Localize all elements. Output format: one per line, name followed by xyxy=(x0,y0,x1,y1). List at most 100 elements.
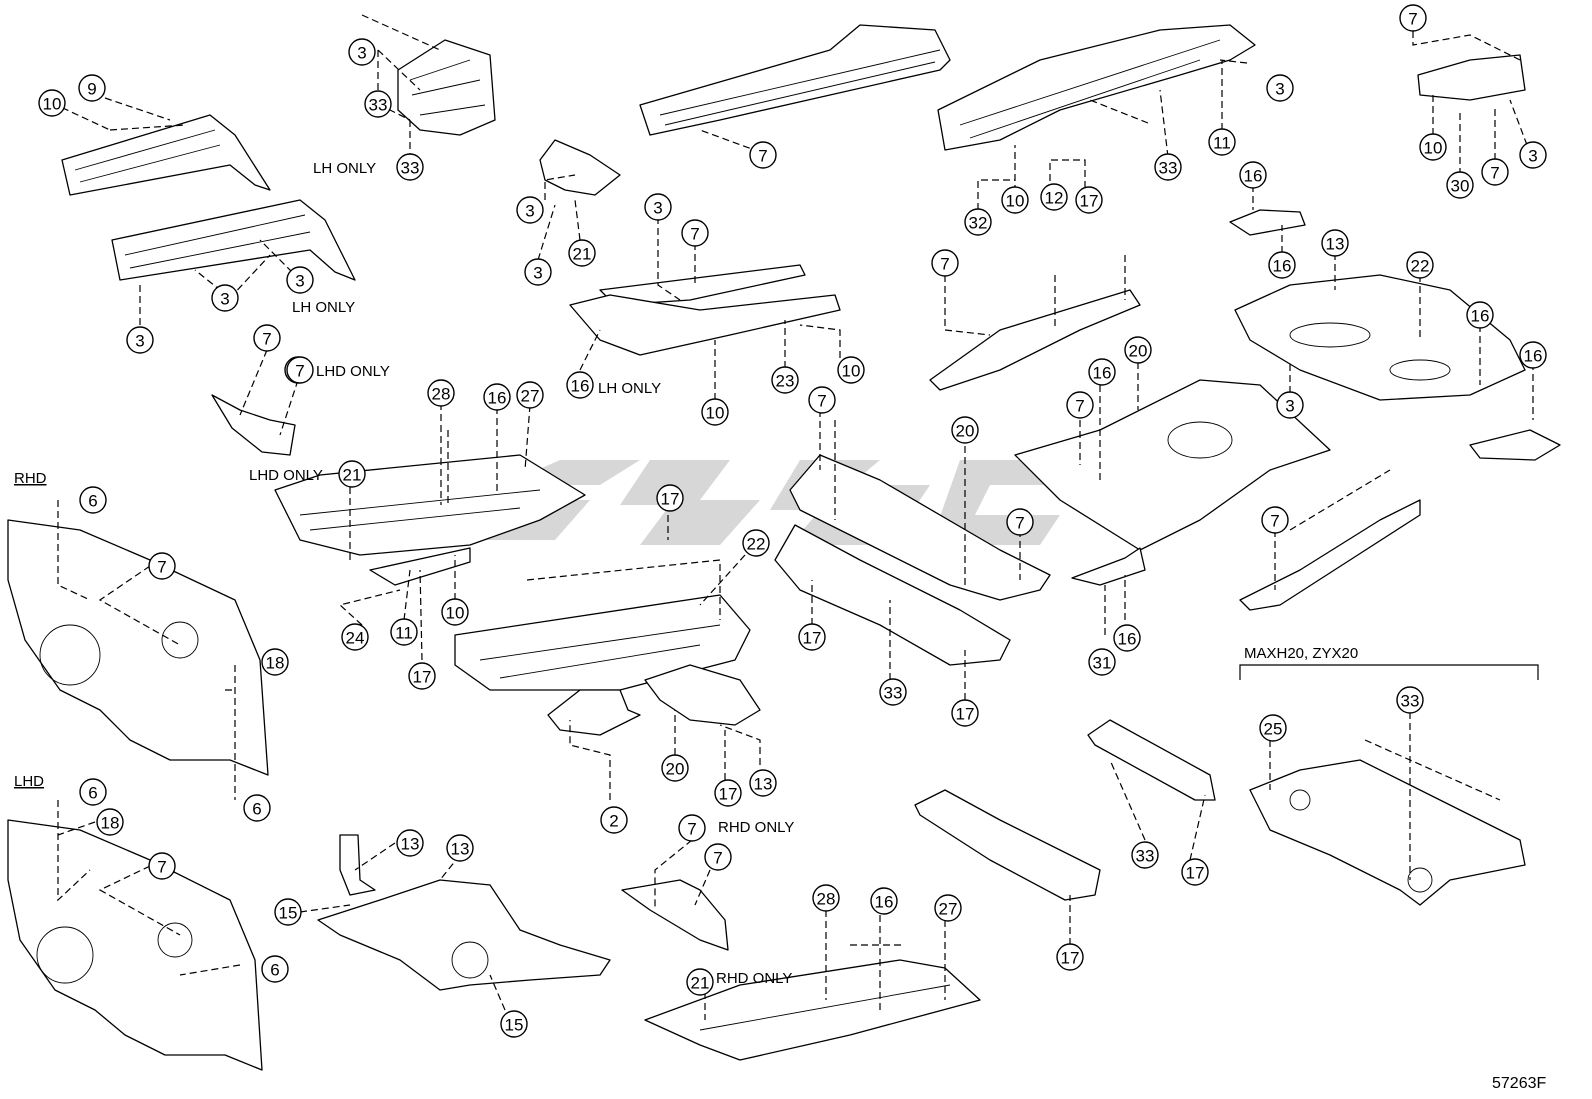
callout-number: 27 xyxy=(521,387,540,406)
floor-side-bracket-part xyxy=(369,547,471,586)
part-callout-7: 7 xyxy=(1399,4,1427,32)
callout-number: 11 xyxy=(395,624,413,643)
part-callout-7: 7 xyxy=(931,249,959,277)
callout-number: 3 xyxy=(525,202,534,221)
rear-floor-member-part xyxy=(1239,499,1421,611)
callout-circle xyxy=(837,356,865,384)
callout-number: 17 xyxy=(803,629,822,648)
cowl-bracket-part xyxy=(539,139,621,196)
tunnel-brace-part xyxy=(1071,547,1146,586)
part-callout-13: 13 xyxy=(749,769,777,797)
part-callout-20: 20 xyxy=(951,416,979,444)
callout-circle xyxy=(742,529,770,557)
variant-bracket xyxy=(1239,664,1539,680)
callout-number: 3 xyxy=(533,264,542,283)
callout-circle xyxy=(568,239,596,267)
part-callout-16: 16 xyxy=(1519,341,1547,369)
bracket-lhd-part xyxy=(211,394,296,456)
dash-panel-lhd-part xyxy=(7,819,263,1071)
part-callout-7: 7 xyxy=(1261,506,1289,534)
rear-floor-side-member-part xyxy=(937,24,1256,151)
leader-lines xyxy=(51,14,1534,1020)
callout-circle xyxy=(364,90,392,118)
part-callout-7: 7 xyxy=(749,141,777,169)
callout-circle xyxy=(524,258,552,286)
part-callout-20: 20 xyxy=(1124,336,1152,364)
callout-number: 17 xyxy=(1080,192,1099,211)
callout-circle xyxy=(286,266,314,294)
part-callout-10: 10 xyxy=(441,598,469,626)
part-callout-3: 3 xyxy=(286,266,314,294)
part-callout-13: 13 xyxy=(396,829,424,857)
part-callout-17: 17 xyxy=(656,484,684,512)
rear-side-member-long-part xyxy=(639,24,951,136)
part-callout-28: 28 xyxy=(812,884,840,912)
part-callout-16: 16 xyxy=(566,371,594,399)
callout-circle xyxy=(253,324,281,352)
part-callout-10: 10 xyxy=(837,356,865,384)
callout-number: 7 xyxy=(157,558,166,577)
callout-circle xyxy=(951,699,979,727)
callout-circle xyxy=(1001,186,1029,214)
front-side-member-lower-part xyxy=(111,199,356,281)
text-notes: LH ONLY LH ONLY LH ONLY LHD ONLY LHD ONL… xyxy=(14,160,1546,1092)
callout-number: 3 xyxy=(1528,147,1537,166)
note-lh-only: LH ONLY xyxy=(313,160,376,177)
callout-number: 15 xyxy=(505,1016,524,1035)
callout-number: 33 xyxy=(369,96,388,115)
part-callout-17: 17 xyxy=(1075,186,1103,214)
callout-circle xyxy=(261,648,289,676)
callout-number: 17 xyxy=(719,785,738,804)
small-rear-bracket-part xyxy=(1229,209,1561,461)
part-callout-23: 23 xyxy=(771,366,799,394)
part-callout-20: 20 xyxy=(661,754,689,782)
callout-number: 15 xyxy=(279,904,298,923)
part-callout-17: 17 xyxy=(408,662,436,690)
part-callout-9: 9 xyxy=(78,74,106,102)
callout-circle xyxy=(879,678,907,706)
callout-circle xyxy=(1396,686,1424,714)
rear-suspension-member-part xyxy=(1249,759,1526,906)
callout-number: 6 xyxy=(252,800,261,819)
part-callout-10: 10 xyxy=(1419,133,1447,161)
rear-side-member-extension-part xyxy=(1417,54,1526,101)
tunnel-bracket-part xyxy=(547,664,761,736)
part-callout-15: 15 xyxy=(274,898,302,926)
callout-number: 7 xyxy=(690,225,699,244)
callout-number: 20 xyxy=(666,760,685,779)
callout-number: 7 xyxy=(687,820,696,839)
callout-circle xyxy=(1466,301,1494,329)
toe-board-rhd-part xyxy=(621,879,729,951)
callout-circle xyxy=(870,887,898,915)
callout-circle xyxy=(261,955,289,983)
callout-circle xyxy=(1268,251,1296,279)
callout-circle xyxy=(1124,336,1152,364)
callout-number: 7 xyxy=(758,147,767,166)
callout-circle xyxy=(931,249,959,277)
part-callout-27: 27 xyxy=(934,894,962,922)
part-callout-7: 7 xyxy=(286,356,314,384)
part-callout-7: 7 xyxy=(704,843,732,871)
callout-number: 7 xyxy=(1408,10,1417,29)
part-callout-13: 13 xyxy=(1321,229,1349,257)
callout-number: 3 xyxy=(1285,397,1294,416)
callout-number: 16 xyxy=(1471,307,1490,326)
part-callout-10: 10 xyxy=(1001,186,1029,214)
center-floor-pan-part xyxy=(1014,379,1331,551)
part-callout-24: 24 xyxy=(341,623,369,651)
callout-group: 3333391033377216718661876131315157321337… xyxy=(38,4,1547,1038)
callout-number: 7 xyxy=(1490,164,1499,183)
part-callout-2: 2 xyxy=(600,806,628,834)
part-callout-18: 18 xyxy=(96,808,124,836)
callout-circle xyxy=(396,153,424,181)
part-callout-7: 7 xyxy=(148,852,176,880)
part-callout-33: 33 xyxy=(1396,686,1424,714)
callout-circle xyxy=(644,193,672,221)
callout-number: 17 xyxy=(1186,864,1205,883)
callout-number: 16 xyxy=(1093,364,1112,383)
callout-circle xyxy=(79,486,107,514)
part-callout-16: 16 xyxy=(1239,161,1267,189)
section-label-rhd: RHD xyxy=(14,470,47,487)
callout-circle xyxy=(771,366,799,394)
callout-circle xyxy=(656,484,684,512)
